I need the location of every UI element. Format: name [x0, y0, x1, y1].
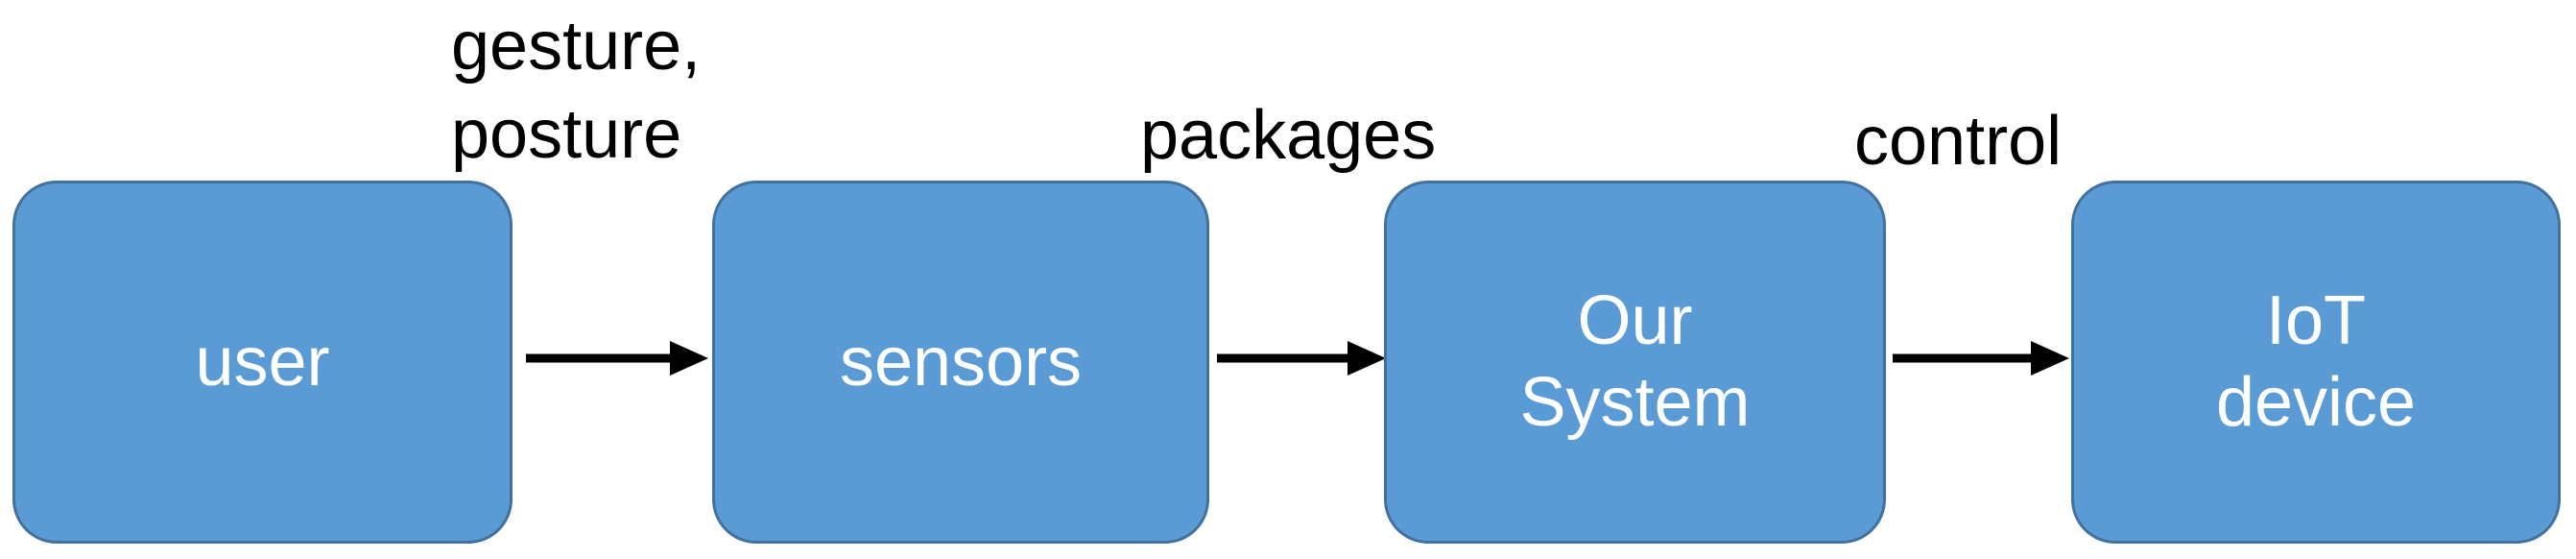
- node-iot-device-label: IoT device: [2215, 282, 2417, 441]
- node-user-label: user: [195, 323, 330, 401]
- arrow-our-system-to-iot-device: [1893, 339, 2069, 377]
- node-our-system[interactable]: Our System: [1384, 181, 1886, 544]
- arrow-sensors-to-our-system: [1217, 339, 1386, 377]
- edge-label-gesture-posture: gesture, posture: [451, 8, 702, 174]
- node-sensors[interactable]: sensors: [712, 181, 1209, 544]
- node-our-system-label: Our System: [1519, 282, 1751, 441]
- node-sensors-label: sensors: [839, 323, 1083, 401]
- edge-label-control: control: [1854, 103, 2063, 180]
- arrow-user-to-sensors: [526, 339, 708, 377]
- node-iot-device[interactable]: IoT device: [2071, 181, 2561, 544]
- edge-label-packages: packages: [1140, 97, 1437, 174]
- node-user[interactable]: user: [12, 181, 513, 544]
